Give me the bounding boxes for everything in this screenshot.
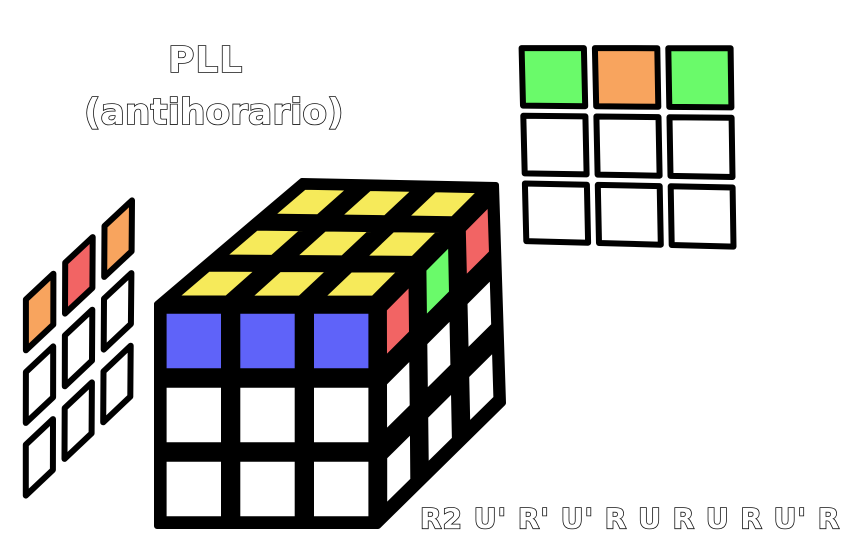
right-sticker-2-2 [463,344,500,430]
front-sticker-1-0 [160,381,227,449]
front-sticker-0-2 [308,307,375,375]
left-sticker-1-1 [61,306,96,390]
left-sticker-2-2 [100,342,134,426]
left-sticker-1-2 [100,270,135,353]
right-sticker-1-2 [461,271,498,357]
top-sticker-0-2 [400,186,485,223]
top-sticker-0-1 [333,185,420,222]
back-sticker-1-1 [593,113,663,179]
right-sticker-0-2 [459,198,495,284]
left-sticker-0-2 [101,197,135,280]
cube-top-face [170,183,485,302]
top-sticker-1-1 [288,225,378,262]
top-sticker-0-0 [266,183,355,221]
back-sticker-2-2 [667,183,737,250]
front-sticker-1-1 [234,381,301,449]
right-sticker-1-0 [381,351,416,438]
top-sticker-2-0 [170,265,264,302]
left-face-detached [22,197,135,499]
top-sticker-2-1 [243,266,335,302]
right-sticker-0-0 [380,278,415,364]
back-sticker-0-1 [591,45,662,110]
cube-front-face [160,307,375,523]
top-sticker-2-2 [316,266,406,302]
right-sticker-2-0 [381,425,417,512]
right-sticker-1-1 [421,311,457,398]
front-sticker-1-2 [308,381,375,449]
right-sticker-2-1 [422,384,458,471]
back-sticker-0-2 [665,45,735,111]
top-sticker-1-2 [358,226,446,262]
front-sticker-0-0 [160,307,227,375]
title-pll: PLL [167,39,244,82]
back-sticker-1-2 [666,114,736,180]
left-sticker-1-0 [22,343,57,426]
left-sticker-0-1 [62,234,96,317]
right-sticker-0-1 [420,238,455,324]
back-sticker-0-0 [518,45,589,110]
back-sticker-2-1 [594,181,664,248]
front-sticker-2-2 [308,455,375,523]
left-sticker-2-1 [61,379,95,462]
left-sticker-2-0 [22,416,56,499]
top-sticker-1-0 [218,224,309,261]
front-sticker-0-1 [234,307,301,375]
back-sticker-1-0 [520,112,590,178]
rubiks-cube [154,178,506,529]
title-direction: (antihorario) [83,91,344,134]
cube-right-face [380,198,500,512]
front-sticker-2-0 [160,455,227,523]
back-sticker-2-0 [521,180,592,246]
left-sticker-0-0 [22,270,57,354]
back-face-detached [518,45,737,250]
front-sticker-2-1 [234,455,301,523]
algorithm-notation: R2 U' R' U' R U R U R U' R [419,501,841,536]
